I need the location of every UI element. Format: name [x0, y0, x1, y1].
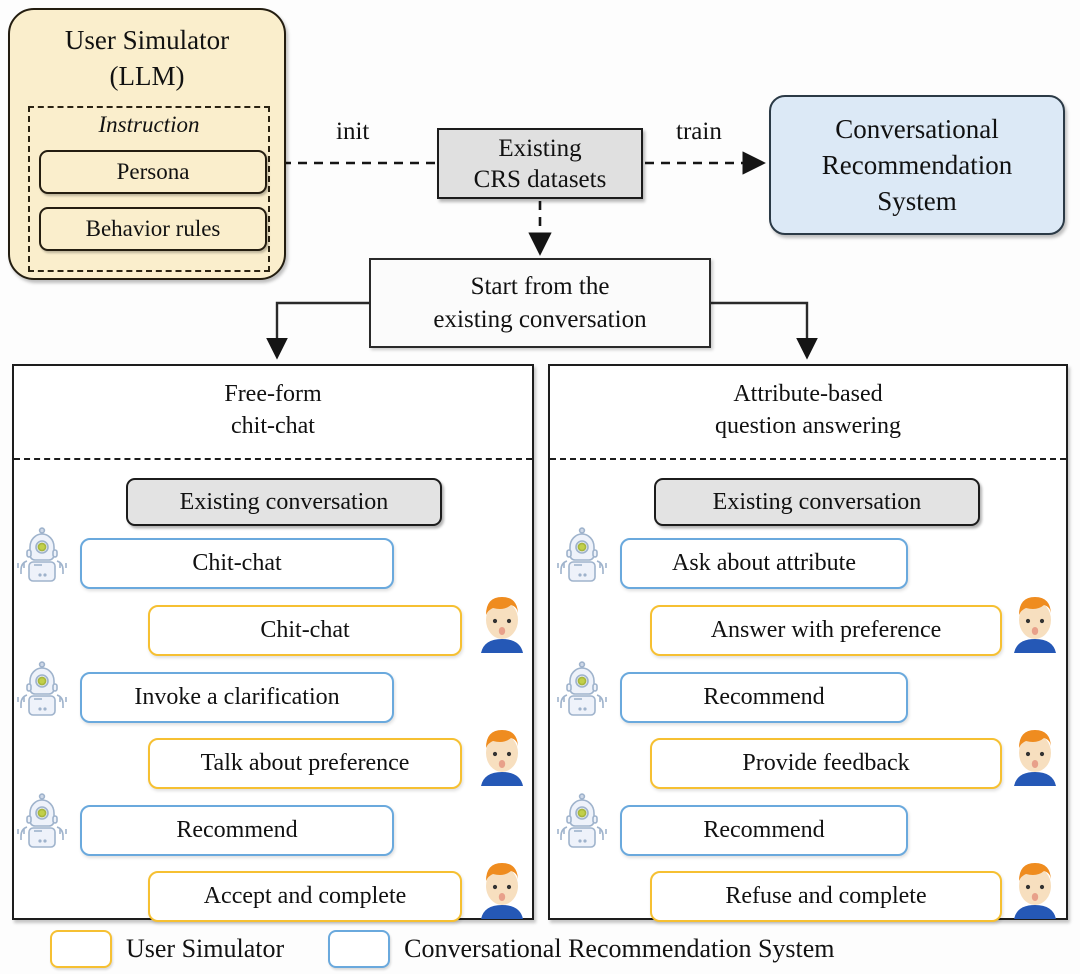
edge-start-to-left-panel [266, 301, 369, 360]
edge-start-to-right-panel [711, 301, 818, 360]
instruction-label: Instruction [98, 112, 200, 137]
person-icon [481, 597, 523, 653]
init-edge-label: init [336, 118, 370, 145]
panel-right-divider [550, 458, 1066, 460]
legend-swatch-crs [328, 930, 391, 968]
panel-right-heading: Attribute-based question answering [550, 378, 1066, 442]
robot-icon [17, 793, 67, 848]
legend-label-crs: Conversational Recommendation System [404, 934, 835, 963]
robot-icon [17, 661, 67, 716]
person-icon [1014, 863, 1056, 919]
robot-icon [557, 527, 607, 582]
user-simulator-title-line2: (LLM) [109, 61, 185, 91]
train-edge-label: train [676, 118, 722, 145]
person-icon [1014, 730, 1056, 786]
panel-left-heading: Free-form chit-chat [14, 378, 532, 442]
person-icon [1014, 597, 1056, 653]
turn-right-6-user: Refuse and complete [650, 871, 1002, 922]
turn-left-5-system: Recommend [80, 805, 394, 856]
panel-free-form-chit-chat: Free-form chit-chat Existing conversatio… [12, 364, 534, 922]
panel-attribute-based-qa: Attribute-based question answering Exist… [548, 364, 1068, 922]
turn-left-6-user: Accept and complete [148, 871, 462, 922]
legend-label-user-simulator: User Simulator [126, 934, 285, 963]
panel-right-heading-line2: question answering [715, 413, 901, 439]
turn-left-4-user: Talk about preference [148, 738, 462, 789]
crs-line2: Recommendation [821, 150, 1013, 180]
turn-right-1-system: Ask about attribute [620, 538, 908, 589]
turn-right-5-system: Recommend [620, 805, 908, 856]
user-simulator-box: User Simulator (LLM) Instruction Persona… [8, 8, 286, 280]
robot-icon [557, 661, 607, 716]
panel-left-heading-line1: Free-form [224, 381, 322, 407]
crs-line1: Conversational [835, 114, 999, 144]
persona-box: Persona [39, 150, 267, 194]
user-simulator-title: User Simulator (LLM) [10, 22, 284, 94]
instruction-group: Instruction Persona Behavior rules [28, 106, 270, 272]
crs-line3: System [877, 186, 957, 216]
legend-swatch-user-simulator [50, 930, 112, 968]
existing-conversation-chip-left: Existing conversation [126, 478, 442, 526]
turn-right-2-user: Answer with preference [650, 605, 1002, 656]
robot-icon [557, 793, 607, 848]
panel-left-divider [14, 458, 532, 460]
start-from-existing-conversation-box: Start from the existing conversation [369, 258, 711, 348]
behavior-rules-box: Behavior rules [39, 207, 267, 251]
start-line1: Start from the [470, 273, 610, 300]
existing-crs-datasets-box: Existing CRS datasets [437, 128, 643, 199]
turn-right-3-system: Recommend [620, 672, 908, 723]
user-simulator-title-line1: User Simulator [64, 25, 230, 55]
person-icon [481, 730, 523, 786]
existing-conversation-chip-right: Existing conversation [654, 478, 980, 526]
turn-left-3-system: Invoke a clarification [80, 672, 394, 723]
panel-right-heading-line1: Attribute-based [733, 381, 883, 407]
robot-icon [17, 527, 67, 582]
turn-right-4-user: Provide feedback [650, 738, 1002, 789]
panel-left-heading-line2: chit-chat [231, 413, 315, 439]
conversational-recommendation-system-box: Conversational Recommendation System [769, 95, 1065, 235]
turn-left-2-user: Chit-chat [148, 605, 462, 656]
turn-left-1-system: Chit-chat [80, 538, 394, 589]
start-line2: existing conversation [433, 306, 647, 333]
dataset-line1: Existing [498, 134, 582, 162]
dataset-line2: CRS datasets [473, 165, 607, 193]
person-icon [481, 863, 523, 919]
legend: User Simulator Conversational Recommenda… [12, 928, 1068, 970]
